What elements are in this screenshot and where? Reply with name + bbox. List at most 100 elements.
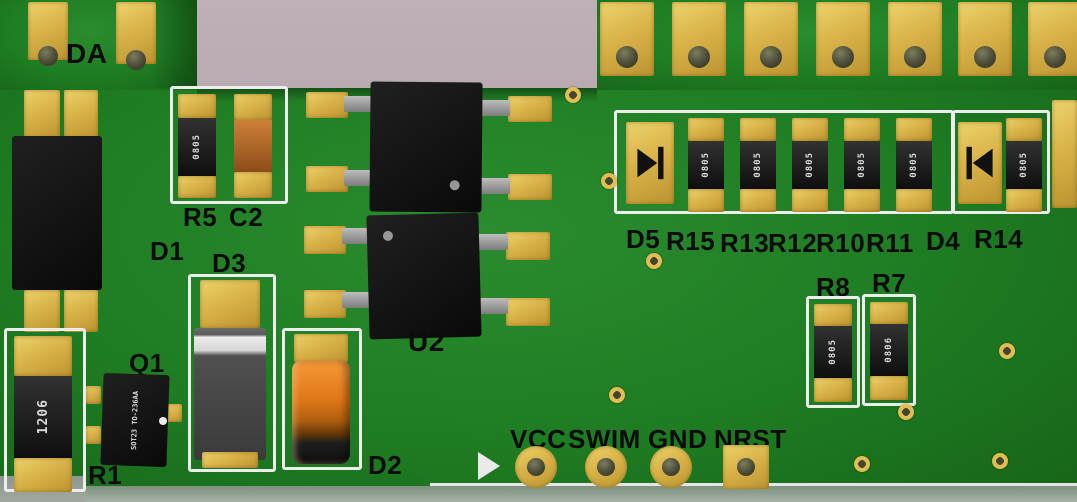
silkscreen-outline-r5c2 <box>170 86 288 204</box>
resistor-marking: 0805 <box>909 152 919 178</box>
resistor-body: 0805 <box>688 141 724 189</box>
ic-pin <box>342 292 372 308</box>
drill-hole <box>760 46 782 68</box>
smd-pad <box>178 94 216 118</box>
smd-pad <box>688 118 724 141</box>
capacitor-c2-body <box>234 120 272 172</box>
resistor-body: 0805 <box>1006 141 1042 189</box>
resistor-marking: 0805 <box>1019 152 1029 178</box>
label-r12: R12 <box>768 228 818 258</box>
smd-pad <box>86 426 101 444</box>
drill-hole <box>126 50 146 70</box>
diode-d3-body[interactable] <box>194 328 266 460</box>
diode-polarity-icon <box>966 146 993 180</box>
board-bottom-edge <box>0 486 1077 502</box>
resistor-r8[interactable]: 0805 <box>814 304 852 402</box>
drill-hole <box>737 458 755 476</box>
ic-u2-top-body[interactable] <box>369 81 483 213</box>
label-u2: U2 <box>408 326 445 357</box>
smd-pad <box>202 452 258 468</box>
smd-pad <box>167 404 182 422</box>
smd-pad <box>294 334 348 362</box>
drill-hole <box>38 46 58 66</box>
smd-pad <box>24 290 60 332</box>
label-d3: D3 <box>212 248 247 278</box>
ic-pin <box>474 298 508 314</box>
ic-u2-bottom-body[interactable] <box>366 212 482 340</box>
resistor-r13[interactable]: 0805 <box>740 118 776 212</box>
resistor-r15[interactable]: 0805 <box>688 118 724 212</box>
label-d2: D2 <box>368 450 403 480</box>
smd-pad <box>234 94 272 120</box>
via <box>601 173 617 189</box>
resistor-marking: 0805 <box>857 152 867 178</box>
smd-pad <box>870 376 908 400</box>
resistor-r14[interactable]: 0805 <box>1006 118 1042 212</box>
resistor-marking: 0806 <box>884 337 894 363</box>
via <box>609 387 625 403</box>
diode-d5[interactable] <box>626 122 674 204</box>
smd-pad <box>304 226 346 254</box>
resistor-r1[interactable]: 1206 <box>14 336 72 492</box>
smd-pad <box>64 90 98 138</box>
resistor-marking: 0805 <box>701 152 711 178</box>
silkscreen-outline-d4r14 <box>952 110 1050 214</box>
resistor-body: 0805 <box>896 141 932 189</box>
pin1-arrow-icon <box>478 452 500 480</box>
resistor-r5[interactable]: 0805 <box>178 94 216 198</box>
label-r7: R7 <box>872 268 907 298</box>
resistor-marking: 0805 <box>753 152 763 178</box>
resistor-r11[interactable]: 0805 <box>896 118 932 212</box>
smd-pad <box>14 458 72 492</box>
resistor-marking: 0805 <box>192 134 202 160</box>
smd-pad <box>740 189 776 212</box>
capacitor-c2[interactable] <box>234 94 272 198</box>
label-da: DA <box>66 38 108 69</box>
diode-polarity-icon <box>637 146 664 180</box>
resistor-marking: 0805 <box>828 339 838 365</box>
smd-pad <box>792 189 828 212</box>
smd-pad <box>844 118 880 141</box>
drill-hole <box>662 458 680 476</box>
resistor-body: 0805 <box>814 326 852 378</box>
edge-pad <box>1052 100 1077 208</box>
smd-pad <box>178 176 216 198</box>
silkscreen-outline-r7 <box>862 294 916 406</box>
drill-hole <box>832 46 854 68</box>
label-r13: R13 <box>720 228 770 258</box>
diode-d4[interactable] <box>958 122 1002 204</box>
ic-pin <box>344 96 374 112</box>
capacitor-d2-body[interactable] <box>292 360 350 464</box>
resistor-r10[interactable]: 0805 <box>844 118 880 212</box>
smd-pad <box>64 290 98 332</box>
resistor-marking: 0805 <box>805 152 815 178</box>
ic-pin <box>344 170 374 186</box>
resistor-r12[interactable]: 0805 <box>792 118 828 212</box>
via <box>898 404 914 420</box>
smd-pad <box>306 166 348 192</box>
resistor-r7[interactable]: 0806 <box>870 302 908 400</box>
ic-pin1-dot <box>382 230 394 242</box>
resistor-body: 0805 <box>792 141 828 189</box>
label-r10: R10 <box>816 228 866 258</box>
label-r11: R11 <box>866 228 914 258</box>
via <box>646 253 662 269</box>
label-d4: D4 <box>926 226 961 256</box>
drill-hole <box>688 46 710 68</box>
label-d1: D1 <box>150 236 185 266</box>
diode-d1-body[interactable] <box>12 136 102 290</box>
via <box>992 453 1008 469</box>
drill-hole <box>616 46 638 68</box>
smd-pad <box>506 298 550 326</box>
via <box>999 343 1015 359</box>
smd-pad <box>508 174 552 200</box>
via <box>854 456 870 472</box>
ic-pin <box>476 100 510 116</box>
resistor-r5-body: 0805 <box>178 118 216 176</box>
label-r14: R14 <box>974 224 1024 254</box>
smd-pad <box>506 232 550 260</box>
drill-hole <box>904 46 926 68</box>
ic-pin <box>476 178 510 194</box>
silkscreen-outline-d3 <box>188 274 276 472</box>
